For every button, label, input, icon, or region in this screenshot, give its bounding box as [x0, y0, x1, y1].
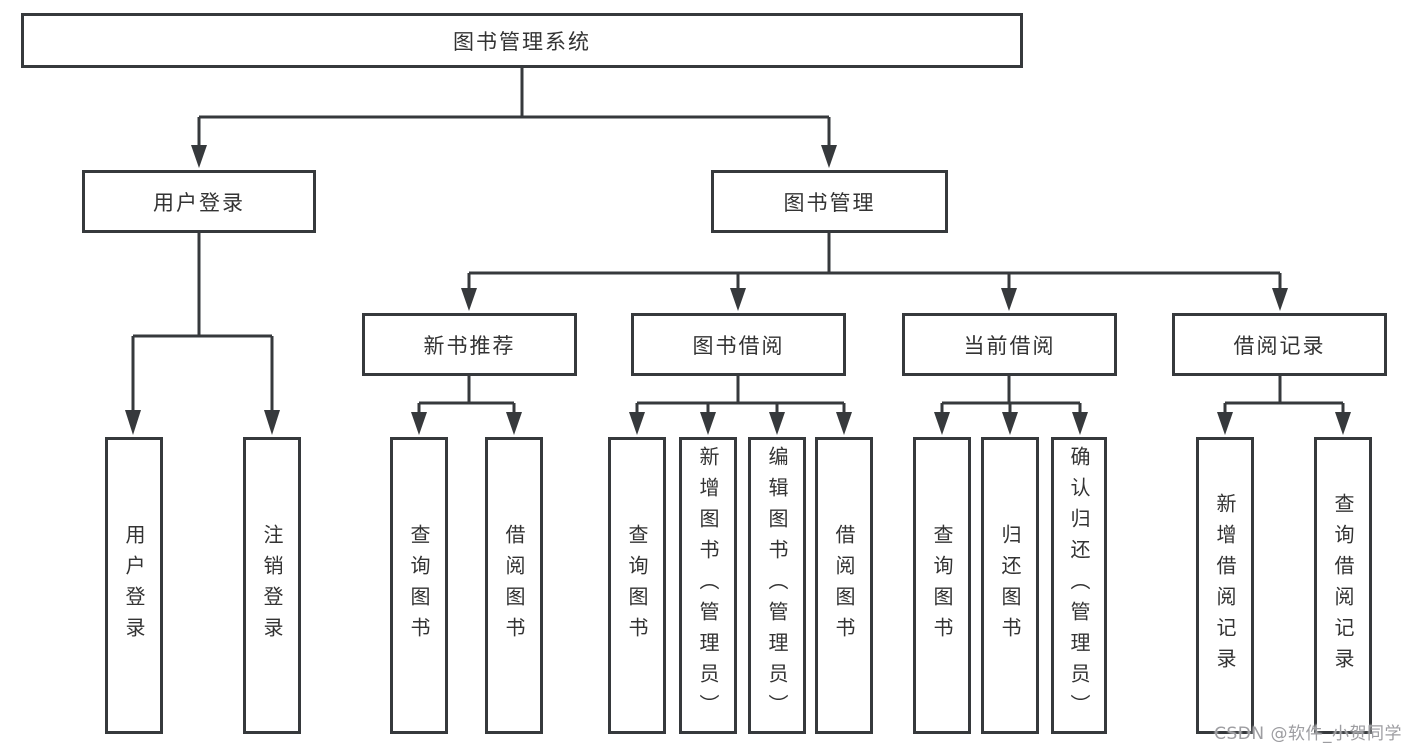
node-library-system: 图书管理系统	[21, 13, 1023, 68]
connector-borrow-to-leaves	[635, 376, 846, 416]
node-borrow-records: 借阅记录	[1172, 313, 1387, 376]
node-label: 借阅记录	[1233, 333, 1326, 358]
arrowheads	[125, 145, 1351, 435]
connector-recommend-to-leaves	[417, 376, 516, 416]
leaf-add-borrow-record: 新增借阅记录	[1196, 437, 1254, 734]
node-label: 新增借阅记录	[1213, 492, 1237, 679]
leaf-query-books-borrow: 查询图书	[608, 437, 666, 734]
arrow-down-icon	[125, 410, 141, 435]
connector-current-to-leaves	[940, 376, 1082, 416]
node-label: 确认归还（管理员）	[1067, 446, 1091, 725]
arrow-down-icon	[700, 412, 716, 435]
node-label: 借阅图书	[502, 523, 526, 648]
leaf-return-books: 归还图书	[981, 437, 1039, 734]
arrow-down-icon	[730, 288, 746, 311]
node-label: 编辑图书（管理员）	[765, 446, 789, 725]
leaf-edit-books-admin: 编辑图书（管理员）	[748, 437, 806, 734]
arrow-down-icon	[506, 412, 522, 435]
leaf-add-books-admin: 新增图书（管理员）	[679, 437, 737, 734]
csdn-watermark: CSDN @软件_小贺同学	[1214, 724, 1402, 744]
arrow-down-icon	[836, 412, 852, 435]
node-label: 用户登录	[122, 523, 146, 648]
arrow-down-icon	[411, 412, 427, 435]
node-label: 图书管理系统	[453, 29, 591, 54]
node-label: 借阅图书	[832, 523, 856, 648]
node-book-management: 图书管理	[711, 170, 948, 233]
arrow-down-icon	[769, 412, 785, 435]
node-label: 新增图书（管理员）	[696, 446, 720, 725]
arrow-down-icon	[191, 145, 207, 168]
node-book-borrow: 图书借阅	[631, 313, 846, 376]
node-user-login: 用户登录	[82, 170, 316, 233]
arrow-down-icon	[1002, 412, 1018, 435]
node-label: 新书推荐	[423, 333, 516, 358]
node-label: 查询借阅记录	[1331, 492, 1355, 679]
leaf-user-login: 用户登录	[105, 437, 163, 734]
node-label: 查询图书	[625, 523, 649, 648]
arrow-down-icon	[1272, 288, 1288, 311]
arrow-down-icon	[821, 145, 837, 168]
arrow-down-icon	[264, 410, 280, 435]
leaf-confirm-return-admin: 确认归还（管理员）	[1051, 437, 1107, 734]
leaf-borrow-books-recommend: 借阅图书	[485, 437, 543, 734]
node-label: 归还图书	[998, 523, 1022, 648]
leaf-query-books-current: 查询图书	[913, 437, 971, 734]
arrow-down-icon	[1217, 412, 1233, 435]
connector-userlogin-to-leaves	[131, 233, 274, 413]
node-current-borrow: 当前借阅	[902, 313, 1117, 376]
leaf-logout-login: 注销登录	[243, 437, 301, 734]
node-label: 用户登录	[153, 190, 245, 215]
arrow-down-icon	[461, 288, 477, 311]
leaf-borrow-books: 借阅图书	[815, 437, 873, 734]
node-label: 当前借阅	[963, 333, 1056, 358]
node-label: 查询图书	[407, 523, 431, 648]
connector-bookmgmt-to-level3	[467, 233, 1282, 290]
arrow-down-icon	[1335, 412, 1351, 435]
node-label: 图书管理	[783, 190, 876, 215]
leaf-query-borrow-record: 查询借阅记录	[1314, 437, 1372, 734]
arrow-down-icon	[1072, 412, 1088, 435]
arrow-down-icon	[629, 412, 645, 435]
connector-records-to-leaves	[1223, 376, 1345, 416]
connector-root-to-level2	[197, 68, 831, 147]
arrow-down-icon	[934, 412, 950, 435]
node-label: 注销登录	[260, 523, 284, 648]
arrow-down-icon	[1001, 288, 1017, 311]
leaf-query-books-recommend: 查询图书	[390, 437, 448, 734]
node-label: 图书借阅	[692, 333, 785, 358]
node-label: 查询图书	[930, 523, 954, 648]
node-new-book-recommend: 新书推荐	[362, 313, 577, 376]
